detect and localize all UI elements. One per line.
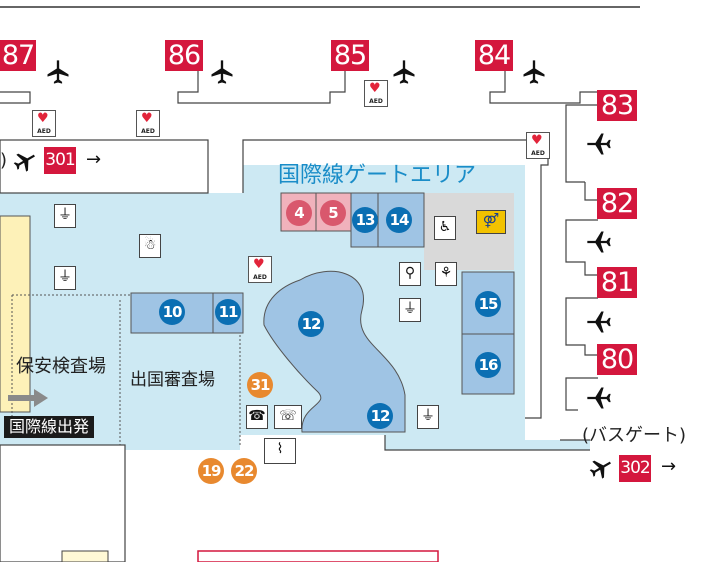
power-outlet-icon: ⏚ xyxy=(54,266,76,290)
immigration-label: 出国審査場 xyxy=(130,370,215,390)
power-outlet-icon: ⏚ xyxy=(399,298,421,322)
kids-play-icon: ☃ xyxy=(139,234,161,258)
shop-19: 19 xyxy=(198,458,224,484)
airplane-icon xyxy=(13,153,35,172)
gate-87: 87 xyxy=(0,40,36,71)
aed-icon: ♥AED xyxy=(32,110,56,137)
gate-81: 81 xyxy=(597,267,637,298)
drinking-fountain-icon: ⚲ xyxy=(399,262,421,286)
gray-arrow-icon xyxy=(8,389,48,407)
smoking-room-icon: ⌇ xyxy=(264,438,296,464)
airplane-icon xyxy=(587,133,611,155)
shop-4: 4 xyxy=(286,200,312,226)
airplane-icon xyxy=(47,60,69,84)
shop-11: 11 xyxy=(215,299,241,325)
restroom-icon: ⚤ xyxy=(476,210,506,234)
international-departure-sign: 国際線出発 xyxy=(4,416,95,438)
airplane-icon xyxy=(211,60,233,84)
gate-area-title: 国際線ゲートエリア xyxy=(278,163,477,188)
gate-86: 86 xyxy=(165,40,203,71)
shop-14: 14 xyxy=(386,207,412,233)
shop-31: 31 xyxy=(247,372,273,398)
route-302-arrow: → xyxy=(661,456,677,477)
gate-83: 83 xyxy=(597,90,637,121)
aed-icon: ♥AED xyxy=(526,132,550,159)
shop-16: 16 xyxy=(475,352,501,378)
gate-82: 82 xyxy=(597,188,637,219)
airplane-icon xyxy=(393,60,415,84)
airplane-icon xyxy=(589,460,611,479)
aed-icon: ♥AED xyxy=(136,110,160,137)
shop-5: 5 xyxy=(320,200,346,226)
power-outlet-icon: ⏚ xyxy=(54,204,76,228)
route-301-badge: 301 xyxy=(44,147,76,174)
shop-15: 15 xyxy=(475,291,501,317)
route-301-arrow: → xyxy=(86,149,102,170)
shop-12: 12 xyxy=(298,311,324,337)
aed-icon: ♥AED xyxy=(248,256,272,283)
power-outlet-icon: ⏚ xyxy=(417,405,439,429)
gate-80: 80 xyxy=(597,344,637,375)
shop-22: 22 xyxy=(231,458,257,484)
nursing-room-icon: ♿ xyxy=(434,216,456,240)
airplane-icon xyxy=(587,231,611,253)
security-check-label: 保安検査場 xyxy=(16,356,106,377)
airplane-icon xyxy=(587,387,611,409)
water-tap-icon: ⚘ xyxy=(435,262,457,286)
bus-gate-label: (バスゲート) xyxy=(582,425,687,446)
route-301-paren: ) xyxy=(0,150,8,171)
route-302-badge: 302 xyxy=(619,455,651,482)
airplane-icon xyxy=(587,311,611,333)
aed-icon: ♥AED xyxy=(364,80,388,107)
shop-13: 13 xyxy=(352,207,378,233)
telephone-icon: ☎ xyxy=(246,405,268,429)
tty-phone-icon: ☏ xyxy=(274,405,302,429)
airplane-icon xyxy=(523,60,545,84)
shop-12-lower: 12 xyxy=(367,403,393,429)
gate-84: 84 xyxy=(475,40,513,71)
shop-10: 10 xyxy=(159,299,185,325)
gate-85: 85 xyxy=(331,40,369,71)
shop-block-12 xyxy=(263,270,406,433)
